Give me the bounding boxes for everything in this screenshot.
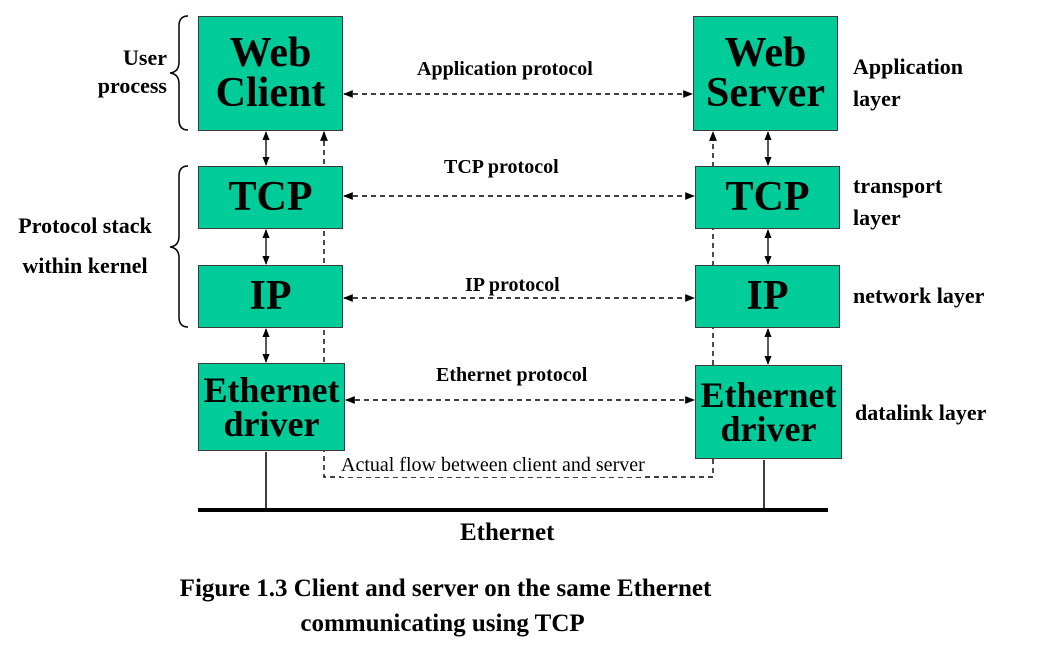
web-server-box: Web Server [693,16,838,131]
ethernet-bus-label: Ethernet [460,519,555,546]
server-ip-label: IP [746,272,789,319]
protocol-stack-brace [169,165,189,328]
user-process-brace [169,15,189,131]
application-layer-line1: Application [853,54,964,79]
ethernet-protocol-label: Ethernet protocol [436,364,588,386]
client-tcp-box: TCP [198,166,343,229]
web-client-line1: Web [229,29,312,76]
ip-protocol-label: IP protocol [465,274,560,296]
server-tcp-box: TCP [695,166,840,229]
web-server-line2: Server [706,69,825,116]
protocol-stack-label: Protocol stack within kernel [2,206,168,286]
transport-layer-line2: layer [853,205,901,230]
user-process-label: User process [98,44,167,100]
application-layer-line2: layer [853,86,901,111]
network-layer-label: network layer [853,283,985,308]
web-client-line2: Client [215,69,326,116]
figure-caption: Figure 1.3 Client and server on the same… [0,571,1037,641]
actual-flow-label: Actual flow between client and server [341,454,645,477]
caption-line1: Figure 1.3 Client and server on the same… [179,575,712,602]
protocol-stack-line1: Protocol stack [18,213,152,238]
datalink-layer-label: datalink layer [855,400,987,425]
client-eth-line2: driver [223,404,320,444]
tcp-protocol-label: TCP protocol [444,156,559,178]
server-tcp-label: TCP [725,173,810,220]
user-process-line1: User [123,45,167,70]
transport-layer-line1: transport [853,173,943,198]
application-layer-label: Application layer [853,51,963,115]
user-process-line2: process [97,73,167,98]
server-ip-box: IP [695,265,840,328]
web-server-line1: Web [724,29,807,76]
actual-flow-path [320,131,717,478]
protocol-stack-line2: within kernel [22,253,148,278]
server-eth-line2: driver [720,409,817,449]
server-eth-line1: Ethernet [700,374,837,415]
client-tcp-label: TCP [228,173,313,220]
application-protocol-label: Application protocol [417,58,593,80]
client-ip-box: IP [198,265,343,328]
client-ip-label: IP [249,272,292,319]
transport-layer-label: transport layer [853,170,942,234]
client-eth-line1: Ethernet [203,369,340,410]
web-client-box: Web Client [198,16,343,131]
caption-line2: communicating using TCP [300,610,585,637]
server-ethernet-driver-box: Ethernet driver [695,365,842,459]
client-ethernet-driver-box: Ethernet driver [198,363,345,451]
